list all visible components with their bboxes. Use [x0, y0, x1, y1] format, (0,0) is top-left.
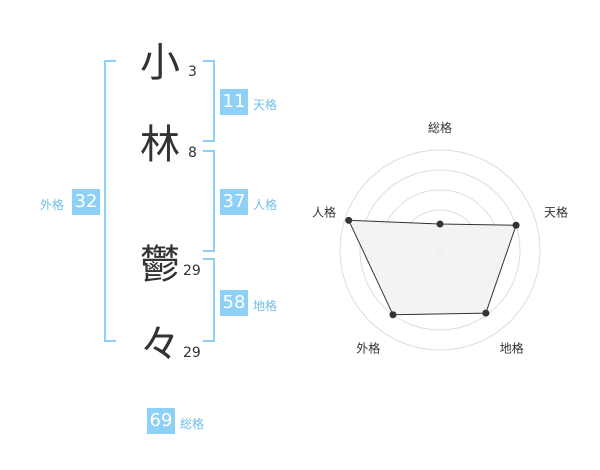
- stroke-count-4: 29: [183, 345, 201, 361]
- radar-axis-label-3: 地格: [500, 341, 524, 356]
- soukaku-badge: 69: [147, 408, 175, 434]
- gaikaku-badge: 32: [72, 189, 100, 215]
- name-char-2: 林: [140, 122, 180, 168]
- radar-ring: [339, 149, 541, 351]
- stroke-count-2: 8: [188, 145, 197, 161]
- radar-axis-label-2: 天格: [544, 204, 568, 219]
- jinkaku-badge: 37: [220, 189, 248, 215]
- radar-point-1: [436, 220, 444, 228]
- radar-point-2: [512, 221, 520, 229]
- radar-point-3: [482, 309, 490, 317]
- jinkaku-label: 人格: [253, 198, 278, 212]
- chikaku-bracket: [203, 258, 215, 342]
- name-char-1: 小: [140, 40, 180, 86]
- gaikaku-bracket: [104, 60, 116, 342]
- name-char-4: 々: [140, 322, 180, 368]
- chikaku-label: 地格: [253, 299, 278, 313]
- chikaku-badge: 58: [220, 290, 248, 316]
- radar-point-4: [389, 311, 397, 319]
- soukaku-label: 総格: [180, 417, 205, 431]
- jinkaku-bracket: [203, 150, 215, 252]
- radar-points: [345, 216, 520, 319]
- stroke-count-1: 3: [188, 64, 197, 80]
- radar-axis-label-4: 外格: [356, 341, 380, 356]
- radar-point-5: [345, 216, 353, 224]
- radar-axis-label-5: 人格: [312, 204, 336, 219]
- radar-area: [347, 219, 517, 316]
- tenkaku-bracket: [203, 60, 215, 142]
- radar-axis-label-1: 総格: [428, 120, 452, 135]
- name-char-3: 鬱: [140, 242, 180, 288]
- tenkaku-label: 天格: [253, 98, 278, 112]
- gaikaku-label: 外格: [40, 198, 65, 212]
- tenkaku-badge: 11: [220, 89, 248, 115]
- stroke-count-3: 29: [183, 263, 201, 279]
- radar-ring: [359, 169, 521, 331]
